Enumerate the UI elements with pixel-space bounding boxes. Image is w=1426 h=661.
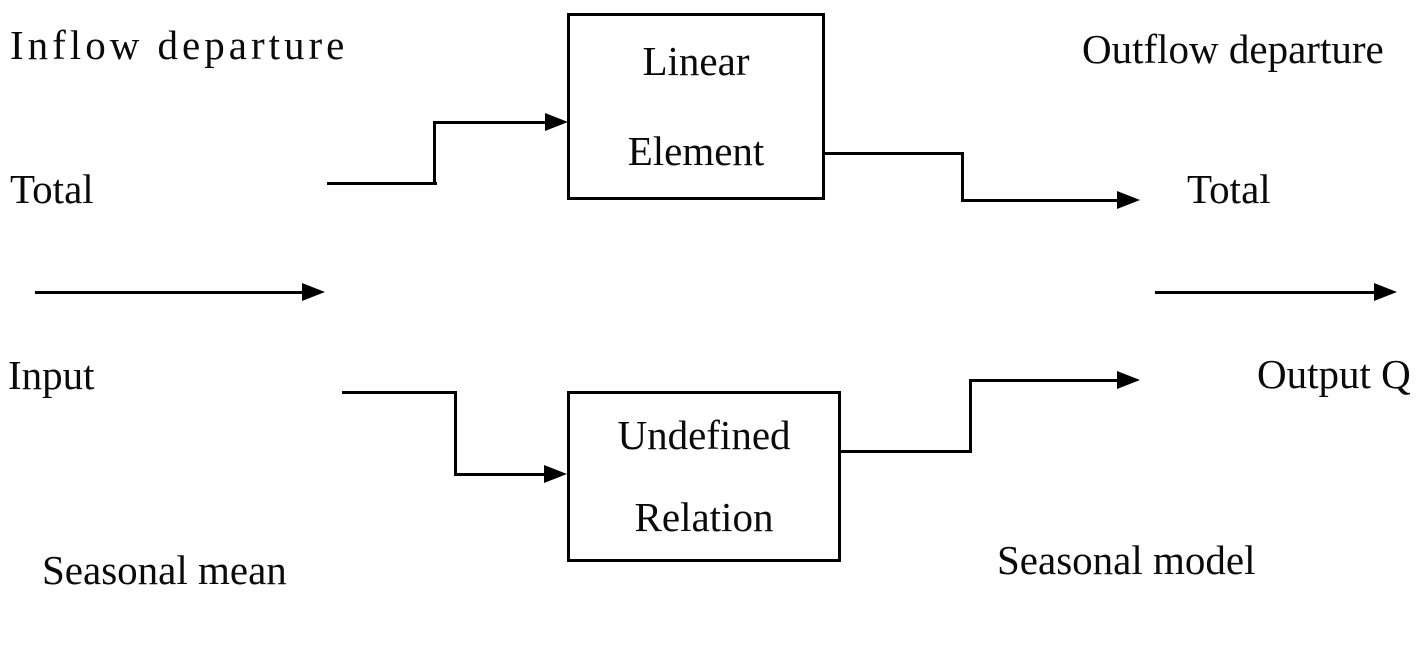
undefined-relation-box: Undefined Relation	[567, 391, 841, 562]
arrow-total-to-linear-element-segment-h2	[433, 121, 546, 124]
arrow-undefined-relation-to-output-segment-h2	[969, 379, 1118, 382]
linear-element-box-line1: Linear	[642, 37, 750, 84]
undefined-relation-box-line2: Relation	[634, 494, 774, 541]
linear-element-box: Linear Element	[567, 13, 825, 200]
undefined-relation-box-line1: Undefined	[617, 411, 791, 458]
arrow-input-main-segment	[35, 291, 305, 294]
linear-element-box-line2: Element	[627, 128, 765, 175]
arrow-output-main-segment	[1155, 291, 1377, 294]
arrow-undefined-relation-to-output-segment-h1	[840, 450, 972, 453]
label-input: Input	[8, 352, 95, 398]
label-output-q: Output Q	[1257, 351, 1411, 397]
arrow-undefined-relation-to-output-segment-v	[969, 379, 972, 453]
label-seasonal-mean: Seasonal mean	[42, 547, 287, 593]
label-total-right: Total	[1187, 166, 1271, 212]
label-seasonal-model: Seasonal model	[997, 537, 1256, 583]
arrow-total-to-linear-element-segment-v	[433, 121, 436, 185]
arrow-linear-element-to-total-segment-v	[961, 152, 964, 202]
arrow-input-to-undefined-relation-segment-v	[454, 391, 457, 476]
arrowhead-icon	[1117, 371, 1140, 389]
arrow-linear-element-to-total-segment-h1	[825, 152, 964, 155]
label-outflow-departure: Outflow departure	[1082, 26, 1384, 72]
arrow-input-to-undefined-relation-segment-h1	[342, 391, 457, 394]
arrowhead-icon	[302, 283, 325, 301]
arrowhead-icon	[545, 113, 568, 131]
label-inflow-departure: Inflow departure	[10, 22, 349, 68]
arrowhead-icon	[1374, 283, 1397, 301]
arrowhead-icon	[1117, 191, 1140, 209]
arrow-linear-element-to-total-segment-h2	[961, 199, 1118, 202]
arrow-total-to-linear-element-segment-h1	[327, 182, 437, 185]
arrowhead-icon	[544, 465, 567, 483]
arrow-input-to-undefined-relation-segment-h2	[454, 473, 547, 476]
label-total-left: Total	[10, 166, 94, 212]
